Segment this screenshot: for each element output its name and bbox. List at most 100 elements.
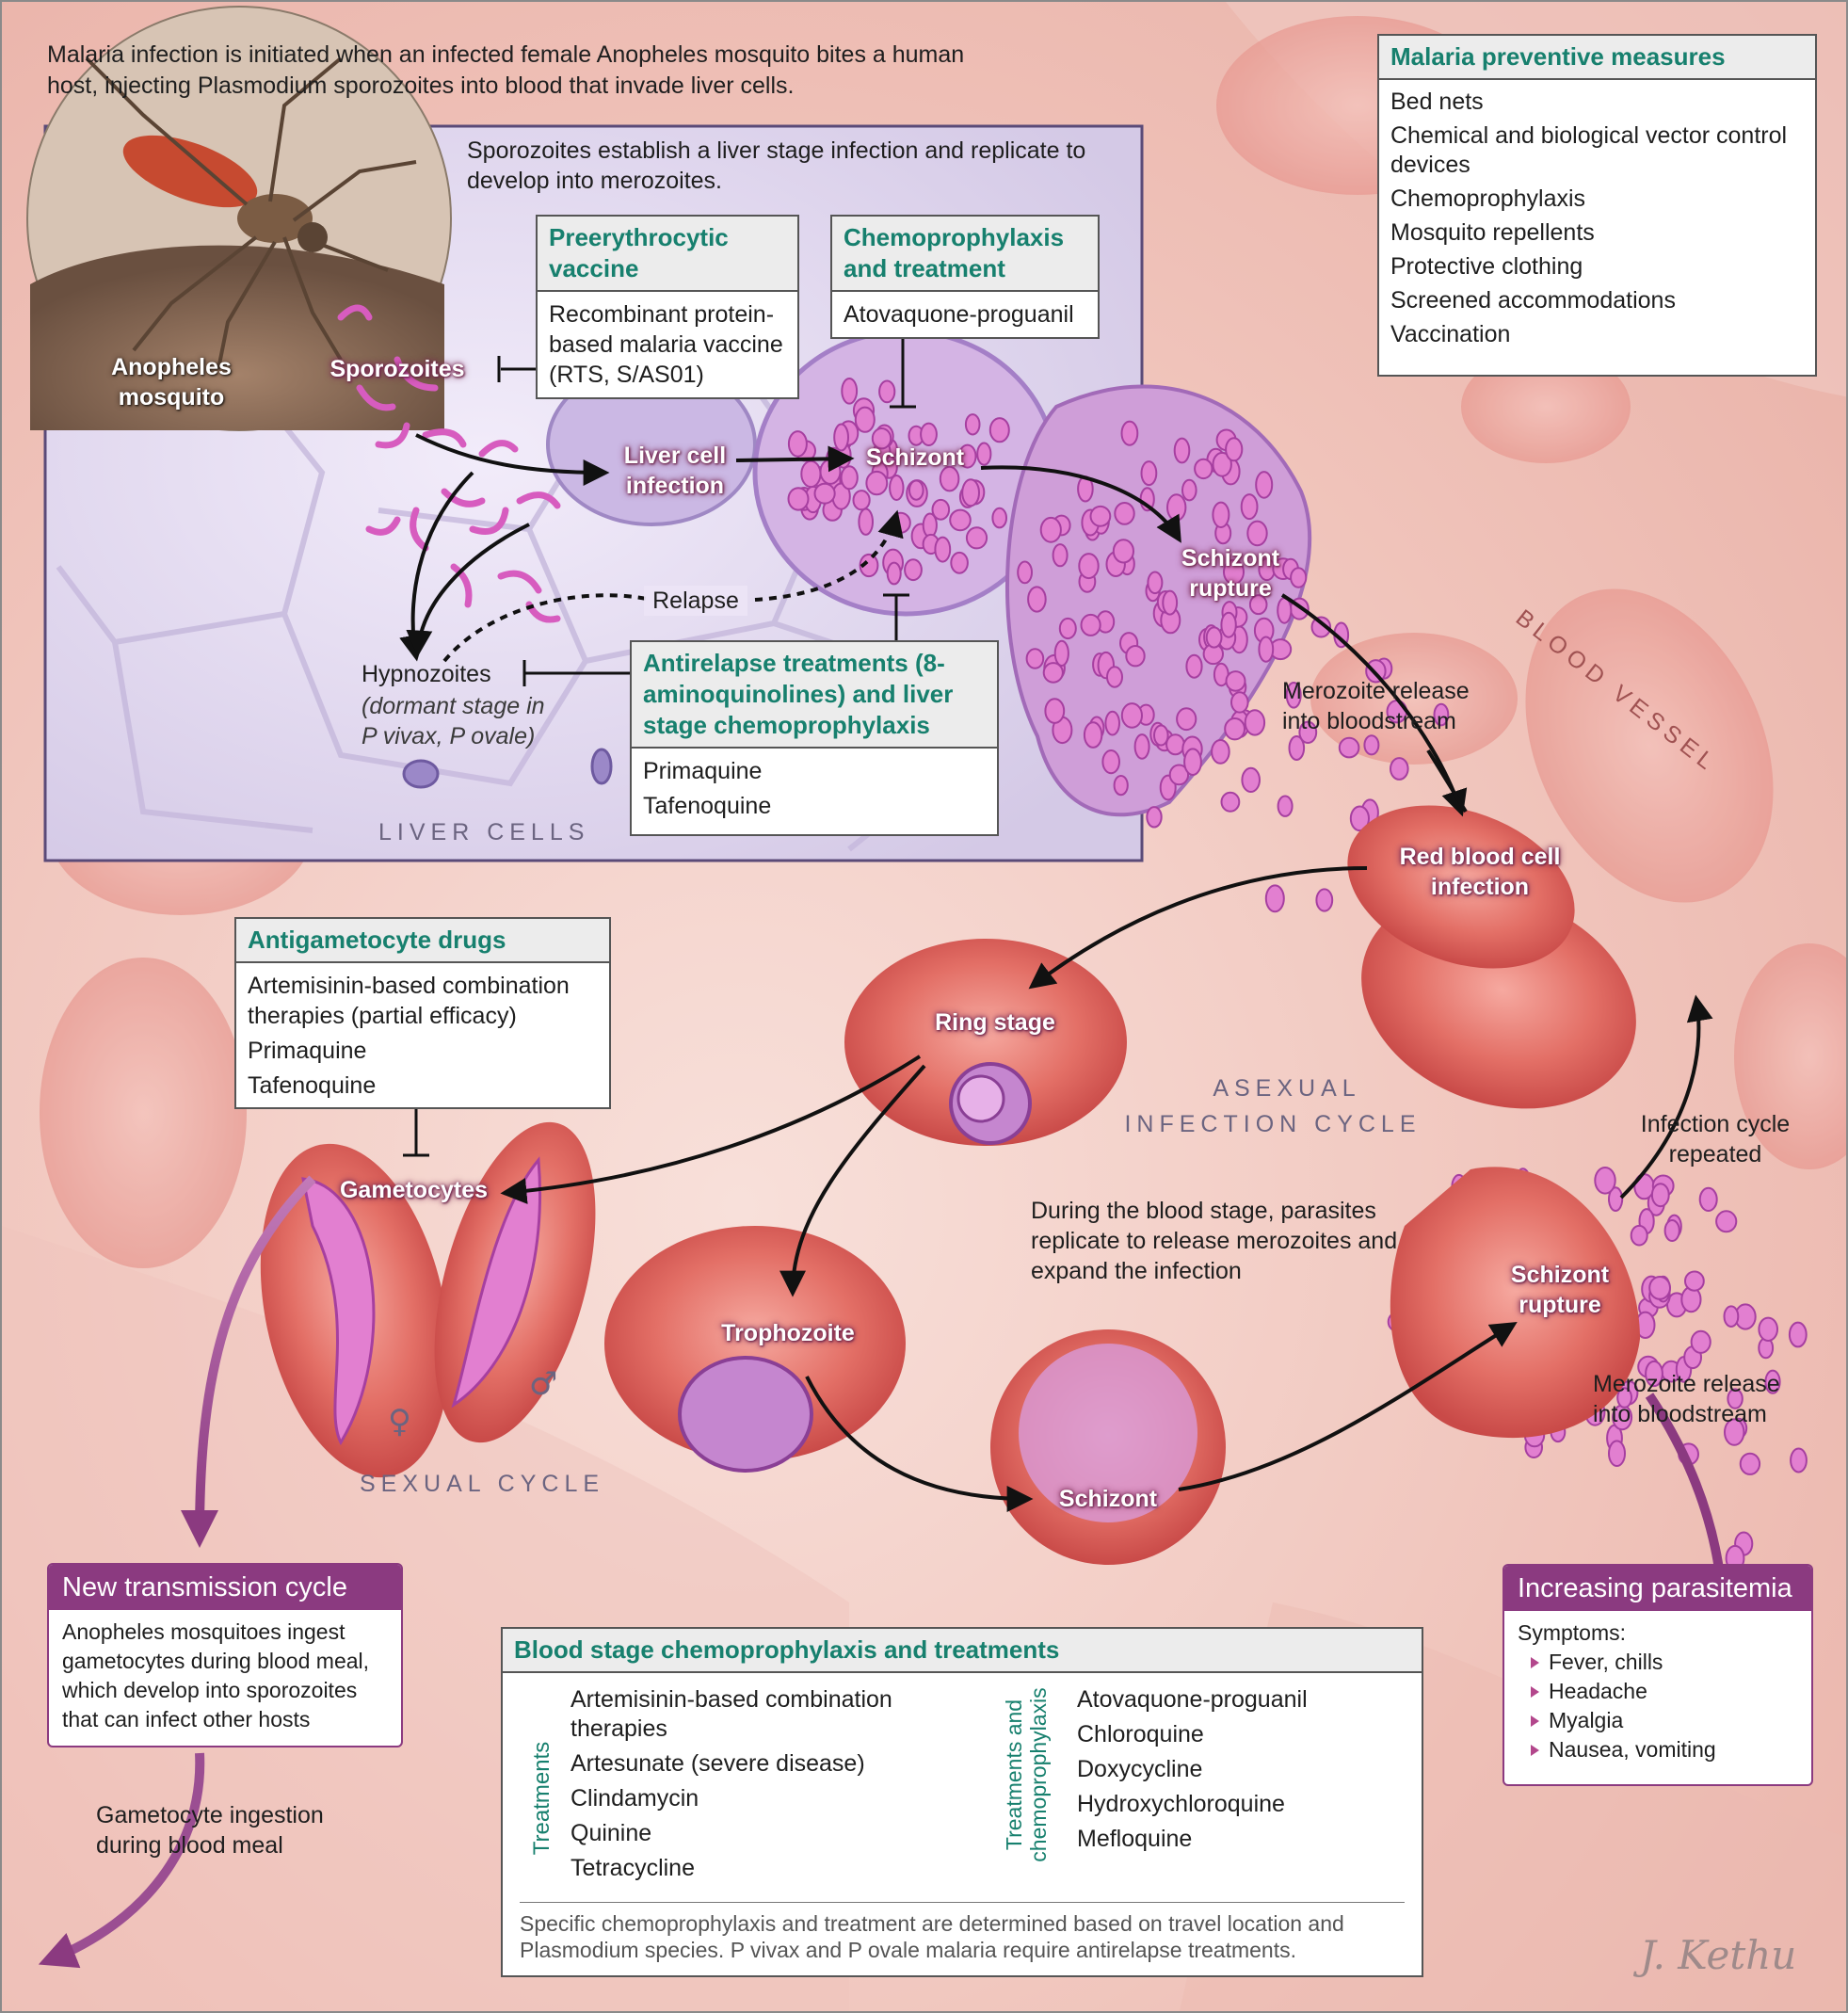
parasitemia-box: Increasing parasitemia Symptoms: Fever, … [1503, 1564, 1813, 1786]
new-transmission-box: New transmission cycle Anopheles mosquit… [47, 1563, 403, 1747]
merozoite-dot [1258, 636, 1275, 663]
caption-infection-cycle: INFECTION CYCLE [1124, 1111, 1422, 1137]
merozoite-dot [1608, 1186, 1624, 1212]
merozoite-dot [1052, 543, 1069, 568]
bullet-icon [1531, 1715, 1539, 1727]
merozoite-dot [889, 475, 905, 501]
antirelapse-box: Antirelapse treatments (8-aminoquinoline… [630, 640, 999, 836]
merozoite-dot [1663, 1219, 1680, 1242]
merozoite-dot [964, 413, 981, 436]
merozoite-dot [1080, 613, 1101, 636]
merozoite-dot [1106, 666, 1123, 688]
merozoite-dot [1285, 682, 1302, 709]
antigametocyte-item: Tafenoquine [248, 1072, 377, 1099]
chemoprophylaxis-treatment-body: Atovaquone-proguanil [844, 301, 1074, 328]
merozoite-dot [1220, 791, 1241, 813]
merozoite-dot [1723, 1305, 1740, 1328]
treatments-label: Treatments [529, 1741, 554, 1856]
merozoite-dot [1241, 766, 1261, 794]
merozoite-dot [1025, 648, 1045, 669]
label-merozoite-release-2: Merozoite release into bloodstream [1593, 1371, 1780, 1427]
merozoite-dot [991, 507, 1007, 529]
trophozoite-cell [604, 1226, 906, 1473]
merozoite-dot [1042, 662, 1064, 684]
antigametocyte-box: Antigametocyte drugs Artemisinin-based c… [234, 917, 611, 1109]
both-item: Hydroxychloroquine [1077, 1791, 1285, 1817]
merozoite-dot [1176, 707, 1197, 732]
merozoite-dot [1211, 739, 1230, 765]
merozoite-dot [1185, 653, 1203, 679]
merozoite-dot [1290, 567, 1308, 588]
preventive-item: Protective clothing [1390, 253, 1583, 280]
merozoite-dot [1120, 420, 1139, 446]
merozoite-dot [1349, 805, 1371, 832]
label-relapse: Relapse [644, 586, 747, 616]
merozoite-dot [1277, 795, 1294, 817]
merozoite-dot [1083, 721, 1103, 749]
caption-sexual-cycle: SEXUAL CYCLE [360, 1471, 605, 1497]
treatments-chemoprophylaxis-label: Treatments and chemoprophylaxis [1002, 1687, 1051, 1862]
merozoite-dot [1089, 505, 1112, 527]
new-transmission-body: Anopheles mosquitoes ingest gametocytes … [62, 1619, 370, 1731]
merozoite-dot [878, 379, 896, 404]
merozoite-dot [961, 478, 980, 507]
mosquito-label: Anopheles mosquito [111, 354, 232, 411]
merozoite-dot [1698, 1186, 1718, 1213]
merozoite-dot [1246, 520, 1268, 547]
label-schizont-rupture-blood: Schizont rupture [1510, 1262, 1610, 1318]
label-trophozoite: Trophozoite [721, 1320, 855, 1346]
blood-stage-title: Blood stage chemoprophylaxis and treatme… [503, 1629, 1422, 1673]
merozoite-dot [1205, 626, 1223, 649]
merozoite-dot [859, 553, 879, 578]
merozoite-dot [852, 490, 871, 511]
merozoite-dot [1125, 645, 1146, 668]
blood-schizont-rupture-cell [1390, 1167, 1640, 1439]
blood-schizont-cell [990, 1329, 1226, 1565]
merozoite-dot [1114, 502, 1135, 525]
rbc-infection-cells [1347, 805, 1636, 1109]
merozoite-dot [1684, 1270, 1705, 1292]
merozoite-dot [1338, 736, 1360, 759]
bullet-icon [1531, 1745, 1539, 1756]
merozoite-dot [1248, 594, 1268, 616]
merozoite-dot [1255, 471, 1274, 499]
merozoite-dot [1112, 539, 1135, 564]
merozoite-dot [1224, 717, 1245, 741]
merozoite-dot [1758, 1316, 1778, 1343]
merozoite-dot [1166, 493, 1187, 522]
merozoite-dot [800, 459, 822, 489]
merozoite-dot [813, 482, 836, 505]
antirelapse-item: Primaquine [643, 758, 763, 784]
merozoite-dot [1310, 616, 1332, 638]
both-item: Doxycycline [1077, 1756, 1203, 1782]
merozoite-dot [1630, 1224, 1648, 1247]
merozoite-dot [1298, 720, 1318, 744]
new-transmission-title: New transmission cycle [49, 1565, 401, 1610]
merozoite-dot [934, 536, 952, 563]
label-ring-stage: Ring stage [935, 1009, 1055, 1036]
merozoite-dot [1244, 709, 1266, 736]
symptom-item: Fever, chills [1518, 1648, 1798, 1677]
label-schizont-blood: Schizont [1058, 1486, 1158, 1512]
preerythrocytic-vaccine-body: Recombinant protein-based malaria vaccin… [549, 301, 783, 388]
liver-intro-text: Sporozoites establish a liver stage infe… [467, 137, 1086, 194]
antigametocyte-item: Primaquine [248, 1038, 367, 1064]
merozoite-dot [1027, 586, 1047, 613]
label-schizont-rupture-liver: Schizont rupture [1181, 545, 1280, 602]
merozoite-dot [1790, 1447, 1808, 1474]
label-infection-cycle-repeated: Infection cycle repeated [1640, 1111, 1791, 1168]
merozoite-dot [1315, 888, 1334, 912]
merozoite-dot [1724, 1418, 1745, 1446]
merozoite-dot [1017, 560, 1033, 585]
bullet-icon [1531, 1686, 1539, 1698]
merozoite-dot [931, 498, 951, 521]
treatment-item: Quinine [570, 1820, 652, 1846]
label-gametocytes: Gametocytes [339, 1177, 489, 1203]
merozoite-dot [1739, 1452, 1761, 1475]
merozoite-dot [1162, 589, 1179, 616]
merozoite-dot [787, 487, 810, 511]
merozoite-dot [1616, 1387, 1632, 1409]
merozoite-dot [858, 507, 875, 536]
merozoite-dot [1168, 764, 1190, 786]
